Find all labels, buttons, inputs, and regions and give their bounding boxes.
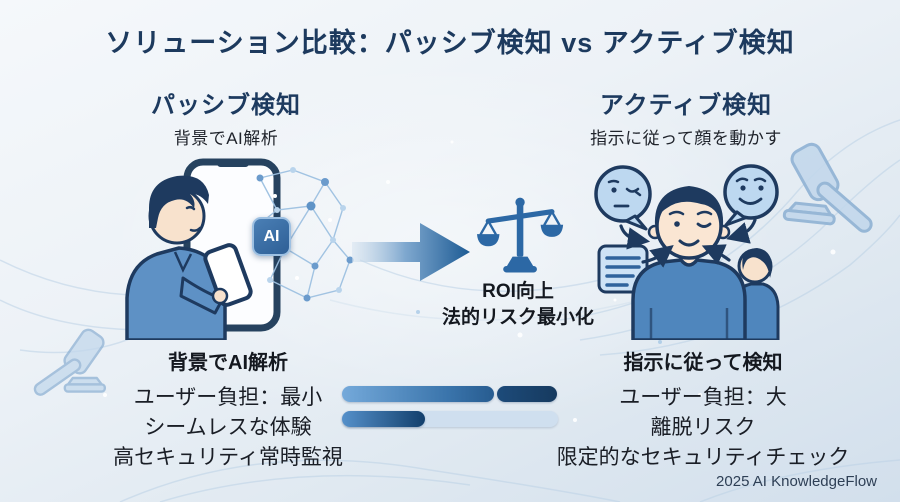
page-title: ソリューション比較：パッシブ検知 vs アクティブ検知 — [105, 28, 795, 58]
benefit-legal-risk: 法的リスク最小化 — [441, 307, 594, 328]
flow-arrow-icon — [352, 223, 470, 281]
passive-column-header: パッシブ検知 背景でAI解析 — [96, 85, 356, 149]
active-feature-2: 離脱リスク — [650, 416, 756, 439]
active-column-header: アクティブ検知 指示に従って顔を動かす — [551, 85, 821, 149]
passive-feature-2: シームレスな体験 — [144, 416, 312, 439]
comparison-bar-top-passive-segment — [342, 386, 494, 402]
speech-bubble-wink-icon — [594, 165, 652, 231]
passive-feature-1: ユーザー負担：最小 — [133, 386, 323, 409]
center-benefits: ROI向上 法的リスク最小化 — [418, 279, 618, 331]
benefit-roi: ROI向上 — [482, 281, 554, 302]
passive-subtitle: 背景でAI解析 — [173, 129, 279, 148]
comparison-bar-bottom — [342, 411, 558, 427]
blue-dots — [243, 310, 662, 364]
active-illustration — [594, 164, 780, 340]
instruction-arrows — [619, 218, 757, 268]
comparison-bar-top — [342, 386, 557, 402]
footer-credit: 2025 AI KnowledgeFlow — [716, 473, 877, 490]
passive-heading: パッシブ検知 — [151, 92, 301, 119]
justice-scale-icon — [477, 197, 564, 273]
comparison-bar-top-active-segment — [497, 386, 557, 402]
active-subtitle: 指示に従って顔を動かす — [590, 129, 782, 148]
ai-badge-label: AI — [263, 227, 280, 245]
person-with-phone — [125, 175, 253, 340]
ai-badge: AI — [252, 217, 291, 256]
passive-feature-3: 高セキュリティ常時監視 — [113, 446, 343, 469]
active-feature-list: 指示に従って検知 ユーザー負担：大 離脱リスク 限定的なセキュリティチェック — [533, 346, 873, 473]
passive-feature-title: 背景でAI解析 — [168, 352, 288, 374]
active-feature-title: 指示に従って検知 — [623, 352, 783, 374]
active-feature-3: 限定的なセキュリティチェック — [556, 446, 850, 469]
passive-feature-list: 背景でAI解析 ユーザー負担：最小 シームレスな体験 高セキュリティ常時監視 — [63, 346, 393, 473]
active-heading: アクティブ検知 — [599, 92, 773, 119]
passive-illustration — [125, 158, 354, 340]
main-person — [631, 186, 747, 340]
comparison-bar-bottom-fill — [342, 411, 425, 427]
active-feature-1: ユーザー負担：大 — [619, 386, 787, 409]
speech-bubble-smile-icon — [723, 164, 779, 227]
